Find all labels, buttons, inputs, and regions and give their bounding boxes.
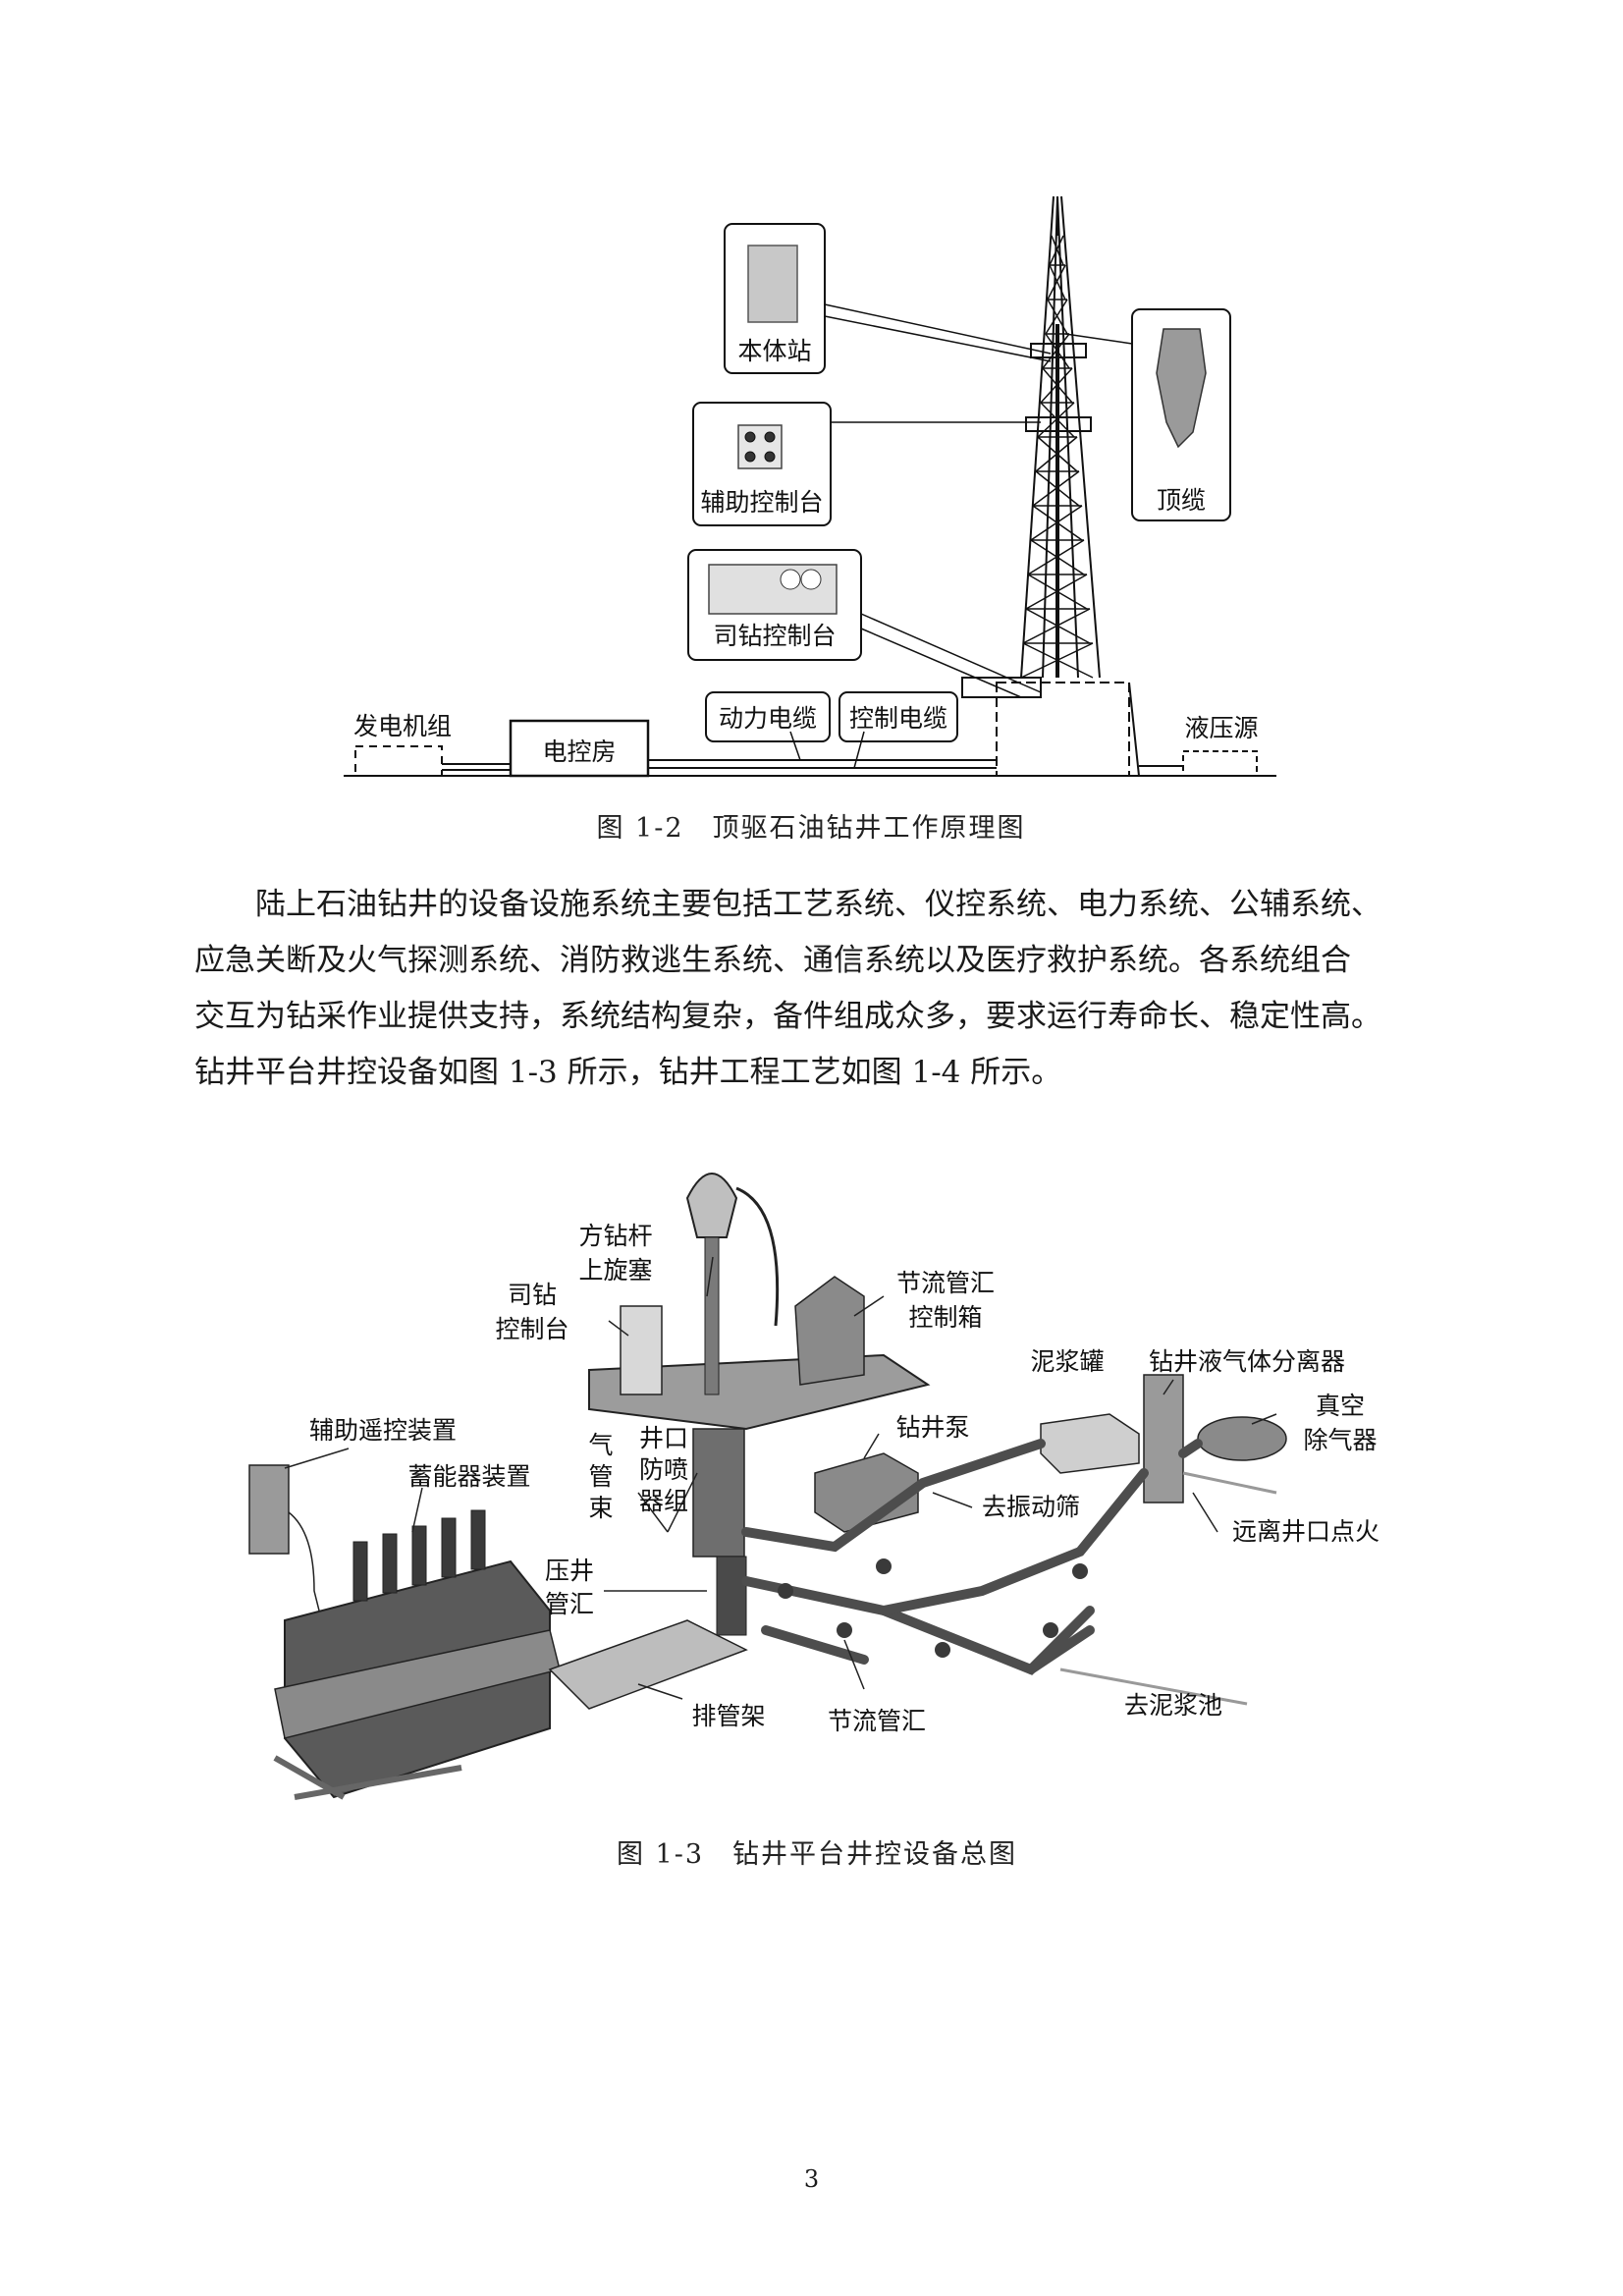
label-aux-console: 辅助控制台	[700, 488, 823, 517]
figure-1-2	[344, 195, 1276, 778]
label-hydraulic-source: 液压源	[1184, 714, 1258, 742]
label-bop-3: 器组	[639, 1487, 688, 1515]
label-mud-tank: 泥浆罐	[1030, 1347, 1104, 1376]
pipe-rack-shape	[548, 1619, 748, 1710]
label-air-bundle-2: 管	[588, 1462, 613, 1491]
label-to-shaker: 去振动筛	[982, 1493, 1080, 1521]
label-generator: 发电机组	[353, 712, 452, 740]
label-to-mud-pit: 去泥浆池	[1124, 1691, 1222, 1720]
label-vacuum-2: 除气器	[1303, 1426, 1377, 1454]
label-driller-console-1: 司钻	[508, 1281, 557, 1309]
body-station-image	[747, 245, 798, 323]
top-drive-image	[1156, 328, 1207, 449]
label-power-cable: 动力电缆	[719, 704, 817, 733]
figure-1-3-caption: 图 1-3 钻井平台井控设备总图	[617, 1839, 1017, 1870]
label-control-cable: 控制电缆	[849, 704, 947, 733]
valves	[778, 1558, 1088, 1658]
paragraph-line-3: 交互为钻采作业提供支持，系统结构复杂，备件组成众多，要求运行寿命长、稳定性高。	[194, 999, 1381, 1034]
body-station-callout	[724, 223, 826, 374]
label-bop-1: 井口	[639, 1424, 688, 1452]
label-bop-2: 防喷	[639, 1455, 688, 1484]
label-control-room: 电控房	[542, 738, 616, 766]
label-kelly-1: 方钻杆	[578, 1222, 652, 1250]
bop-stack-shape	[692, 1428, 745, 1558]
label-choke-box-1: 节流管汇	[896, 1269, 995, 1297]
label-kill-1: 压井	[545, 1557, 594, 1585]
paragraph-line-1: 陆上石油钻井的设备设施系统主要包括工艺系统、仪控系统、电力系统、公辅系统、	[255, 887, 1381, 922]
return-lines	[1059, 1471, 1277, 1706]
label-remote-ignite: 远离井口点火	[1232, 1517, 1380, 1546]
label-top-cable: 顶缆	[1157, 486, 1206, 515]
label-kill-2: 管汇	[545, 1590, 594, 1618]
label-vacuum-1: 真空	[1316, 1392, 1365, 1420]
label-choke-box-2: 控制箱	[908, 1303, 982, 1332]
swivel-shape	[685, 1173, 738, 1238]
label-separator: 钻井液气体分离器	[1149, 1347, 1345, 1376]
power-cable-callout	[705, 691, 831, 742]
label-driller-console-2: 控制台	[495, 1315, 568, 1343]
label-accumulator: 蓄能器装置	[407, 1462, 530, 1491]
figure-1-2-leaders	[824, 303, 1133, 698]
top-cable-callout	[1131, 308, 1231, 521]
hydraulic-source-shape	[1182, 750, 1258, 777]
driller-console-callout	[687, 549, 862, 661]
separator-shape	[1143, 1374, 1184, 1503]
piping	[741, 1439, 1203, 1675]
paragraph-line-4: 钻井平台井控设备如图 1-3 所示，钻井工程工艺如图 1-4 所示。	[194, 1055, 1062, 1090]
page-number: 3	[803, 2165, 820, 2193]
driller-console-shape	[620, 1305, 663, 1395]
label-body-station: 本体站	[737, 337, 811, 365]
figure-1-3-leaders	[284, 1256, 1277, 1700]
vacuum-degasser-shape	[1197, 1416, 1287, 1461]
aux-console-callout	[692, 402, 832, 526]
generator-shape	[354, 745, 443, 777]
label-kelly-2: 上旋塞	[578, 1256, 652, 1285]
mud-tank-shape	[1040, 1413, 1140, 1474]
mud-pump-shape	[814, 1452, 919, 1533]
label-choke-manifold: 节流管汇	[828, 1707, 926, 1735]
label-pipe-rack: 排管架	[691, 1702, 765, 1730]
label-mud-pump: 钻井泵	[895, 1413, 969, 1442]
label-aux-remote: 辅助遥控装置	[309, 1416, 457, 1445]
aux-remote-shape	[248, 1464, 290, 1555]
figure-1-2-caption: 图 1-2 顶驱石油钻井工作原理图	[596, 813, 1025, 844]
control-room-shape	[509, 719, 650, 778]
figure-1-3	[248, 1173, 1287, 1800]
control-cable-callout	[839, 691, 958, 742]
label-driller-console: 司钻控制台	[713, 622, 836, 650]
rig-substructure	[996, 682, 1130, 777]
kelly-shape	[704, 1236, 720, 1395]
choke-control-box-shape	[794, 1276, 865, 1386]
label-air-bundle-1: 气	[588, 1431, 613, 1459]
paragraph-line-2: 应急关断及火气探测系统、消防救逃生系统、通信系统以及医疗救护系统。各系统组合	[194, 943, 1351, 978]
label-air-bundle-3: 束	[588, 1494, 613, 1522]
body-paragraph: 陆上石油钻井的设备设施系统主要包括工艺系统、仪控系统、电力系统、公辅系统、 应急…	[194, 877, 1432, 1101]
